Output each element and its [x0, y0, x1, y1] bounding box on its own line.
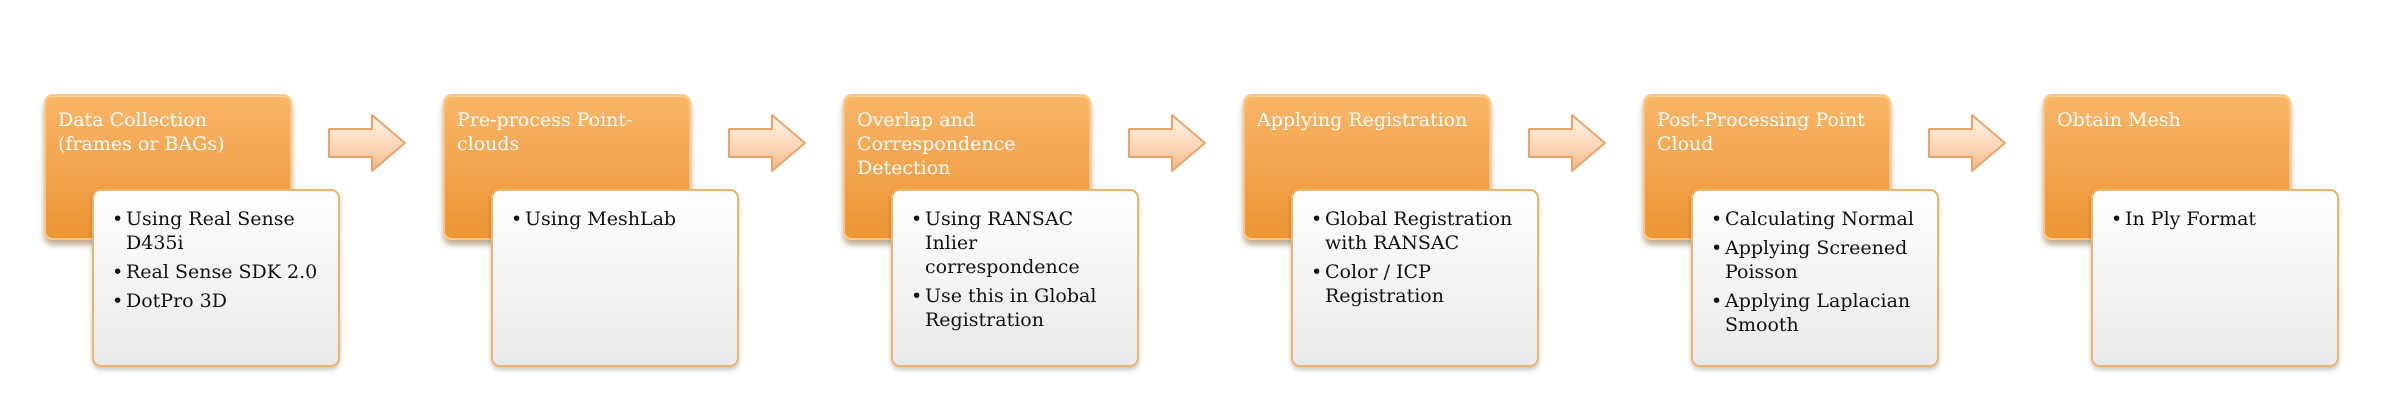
bullet-text: Using Real Sense D435i	[126, 208, 295, 254]
step-bullet: •In Ply Format	[2111, 207, 2327, 231]
step-details: •In Ply Format	[2091, 189, 2339, 367]
bullet-text: Using RANSAC Inlier correspondence	[925, 208, 1080, 278]
flow-arrow-icon	[728, 114, 806, 172]
step-bullet: •Applying Laplacian Smooth	[1711, 289, 1927, 337]
bullet-text: Using MeshLab	[525, 208, 677, 230]
flow-arrow-icon	[1928, 114, 2006, 172]
bullet-icon: •	[2111, 208, 2123, 230]
step-data-collection: Data Collection (frames or BAGs) •Using …	[44, 94, 356, 367]
flow-arrow-icon	[328, 114, 406, 172]
bullet-text: In Ply Format	[2125, 208, 2257, 230]
step-bullet: •Use this in Global Registration	[911, 284, 1127, 332]
step-bullet: •Using MeshLab	[511, 207, 727, 231]
bullet-icon: •	[1311, 208, 1323, 230]
step-post-processing: Post-Processing Point Cloud •Calculating…	[1643, 94, 1955, 367]
step-details: •Using Real Sense D435i •Real Sense SDK …	[92, 189, 340, 367]
bullet-icon: •	[1711, 237, 1723, 259]
bullet-icon: •	[511, 208, 523, 230]
bullet-text: Global Registration with RANSAC	[1325, 208, 1513, 254]
step-bullet: •Global Registration with RANSAC	[1311, 207, 1527, 255]
flow-arrow-icon	[1128, 114, 1206, 172]
bullet-icon: •	[1711, 208, 1723, 230]
step-bullet: •Applying Screened Poisson	[1711, 236, 1927, 284]
bullet-icon: •	[112, 261, 124, 283]
step-bullet: •Calculating Normal	[1711, 207, 1927, 231]
step-details: •Global Registration with RANSAC •Color …	[1291, 189, 1539, 367]
step-bullet: •DotPro 3D	[112, 289, 328, 313]
flow-arrow-icon	[1528, 114, 1606, 172]
step-bullet: •Using Real Sense D435i	[112, 207, 328, 255]
bullet-icon: •	[112, 208, 124, 230]
bullet-text: Applying Laplacian Smooth	[1725, 290, 1911, 336]
bullet-icon: •	[911, 208, 923, 230]
step-overlap-detection: Overlap and Correspondence Detection •Us…	[843, 94, 1155, 367]
bullet-text: Color / ICP Registration	[1325, 261, 1444, 307]
bullet-text: Calculating Normal	[1725, 208, 1914, 230]
bullet-icon: •	[911, 285, 923, 307]
bullet-icon: •	[112, 290, 124, 312]
step-bullet: •Real Sense SDK 2.0	[112, 260, 328, 284]
bullet-text: DotPro 3D	[126, 290, 227, 312]
step-obtain-mesh: Obtain Mesh •In Ply Format	[2043, 94, 2355, 367]
bullet-icon: •	[1711, 290, 1723, 312]
step-bullet: •Color / ICP Registration	[1311, 260, 1527, 308]
bullet-text: Use this in Global Registration	[925, 285, 1097, 331]
step-title: Pre-process Point-clouds	[443, 94, 691, 240]
step-details: •Calculating Normal •Applying Screened P…	[1691, 189, 1939, 367]
bullet-text: Real Sense SDK 2.0	[126, 261, 318, 283]
step-pre-process: Pre-process Point-clouds •Using MeshLab	[443, 94, 755, 367]
step-applying-registration: Applying Registration •Global Registrati…	[1243, 94, 1555, 367]
step-details: •Using MeshLab	[491, 189, 739, 367]
step-details: •Using RANSAC Inlier correspondence •Use…	[891, 189, 1139, 367]
bullet-icon: •	[1311, 261, 1323, 283]
bullet-text: Applying Screened Poisson	[1725, 237, 1908, 283]
step-bullet: •Using RANSAC Inlier correspondence	[911, 207, 1127, 279]
